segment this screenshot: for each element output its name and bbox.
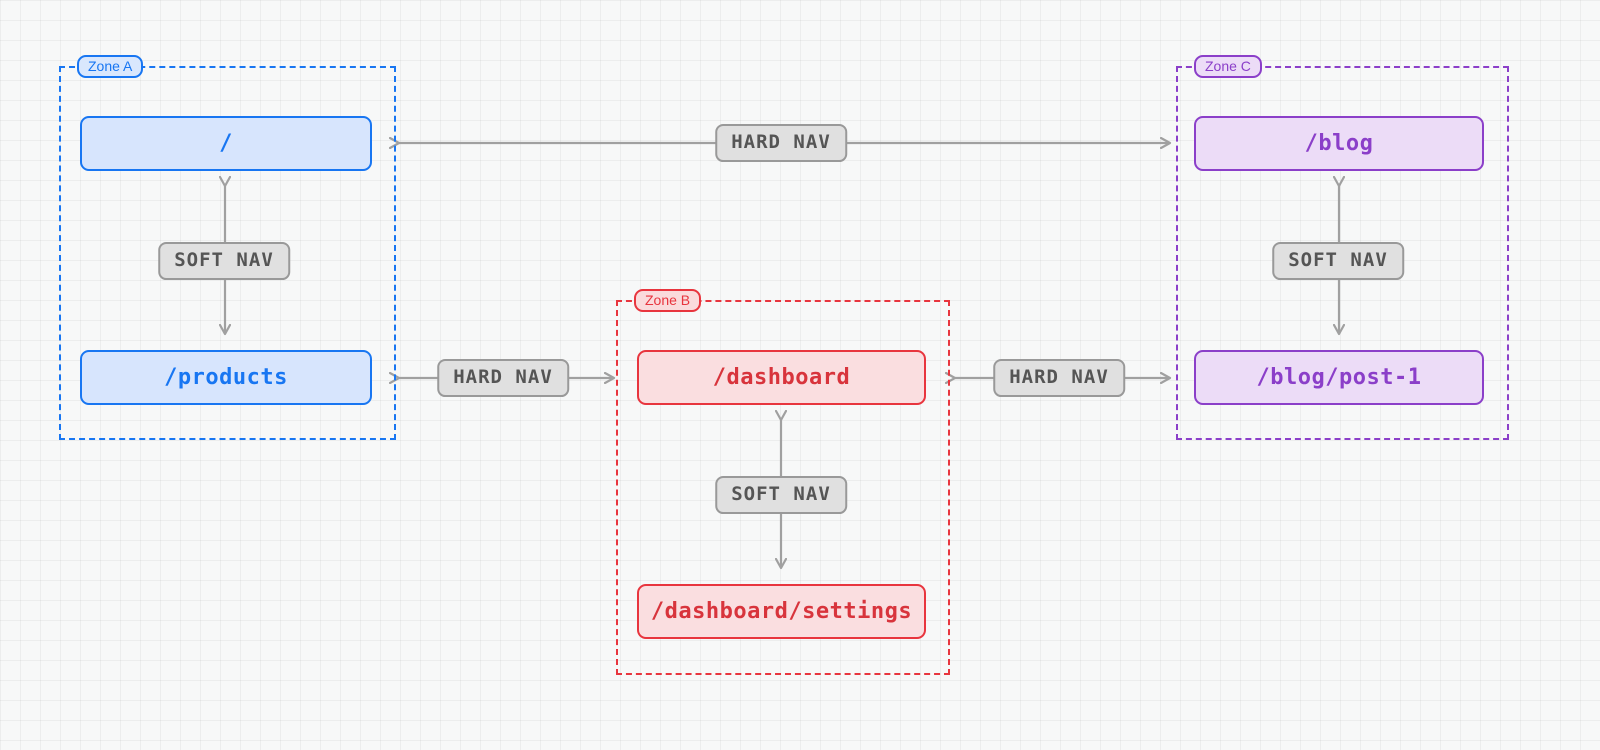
zone-a-label: Zone A [77,55,144,78]
edge-label-soft-nav-blog-blogpost: SOFT NAV [1272,242,1404,280]
edge-label-hard-nav-root-blog: HARD NAV [715,124,847,162]
route-node-blog-post-1-label: /blog/post-1 [1256,365,1422,390]
zone-b-boundary[interactable]: Zone B [616,289,950,675]
route-node-dashboard-settings-label: /dashboard/settings [650,599,913,624]
route-node-dashboard-label: /dashboard [712,365,851,390]
route-node-blog[interactable]: /blog [1194,116,1484,171]
route-node-blog-label: /blog [1304,131,1374,156]
zone-b-label: Zone B [634,289,702,312]
edge-label-hard-nav-dashboard-blogpost: HARD NAV [993,359,1125,397]
route-node-root-label: / [219,131,233,156]
edge-label-soft-nav-root-products: SOFT NAV [158,242,290,280]
route-node-blog-post-1[interactable]: /blog/post-1 [1194,350,1484,405]
zone-a-boundary[interactable]: Zone A [59,55,396,440]
edge-label-hard-nav-products-dashboard: HARD NAV [437,359,569,397]
route-node-products[interactable]: /products [80,350,372,405]
zone-c-boundary[interactable]: Zone C [1176,55,1509,440]
edge-label-soft-nav-dashboard-settings: SOFT NAV [715,476,847,514]
route-node-products-label: /products [164,365,288,390]
route-node-root[interactable]: / [80,116,372,171]
zone-c-label: Zone C [1194,55,1262,78]
route-node-dashboard-settings[interactable]: /dashboard/settings [637,584,926,639]
route-node-dashboard[interactable]: /dashboard [637,350,926,405]
